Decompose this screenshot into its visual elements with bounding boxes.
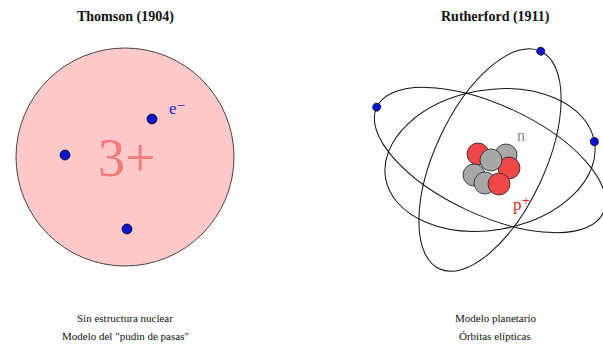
model-heading: Rutherford (1911) [441,9,550,24]
orbit [350,56,603,263]
charge-label: 3+ [98,129,155,188]
neutron-label: n [517,127,525,145]
orbit [373,72,603,247]
caption-line: Sin estructura nuclear [77,312,173,324]
proton-label: p⁺ [513,196,530,215]
nucleus [463,143,520,195]
caption-line: Órbitas elípticas [459,330,531,342]
caption-line: Modelo planetario [455,312,536,324]
model-heading: Thomson (1904) [77,9,174,24]
thomson-atom: 3+ e⁻ [15,47,235,267]
caption-line: Modelo del "pudin de pasas" [62,330,189,342]
orbit [389,24,592,292]
electron-label: e⁻ [169,100,186,119]
